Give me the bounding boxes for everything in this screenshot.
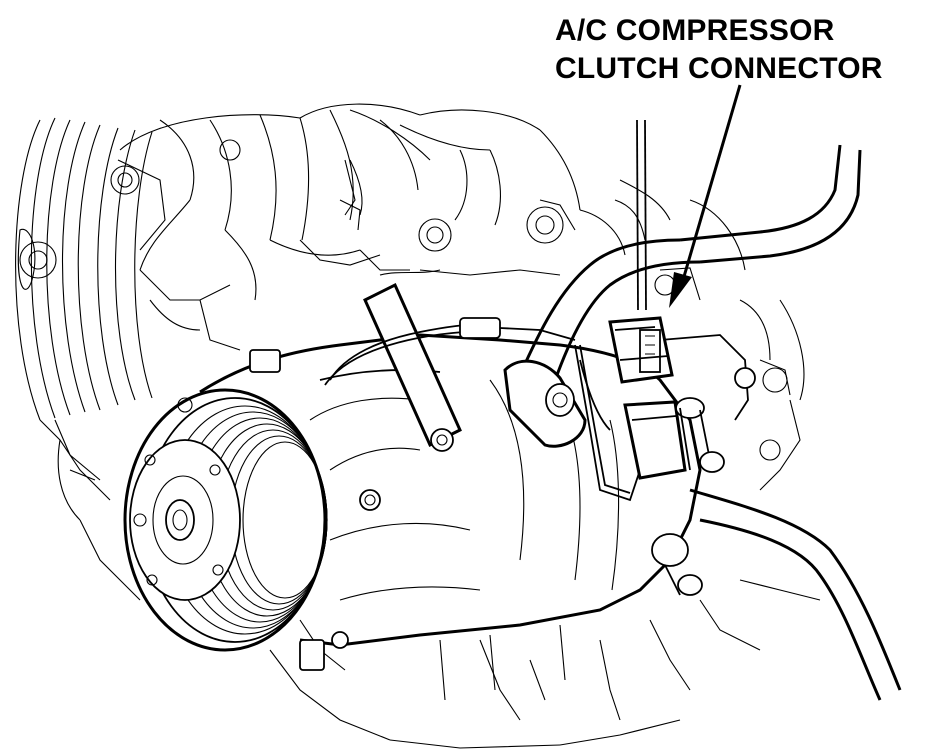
callout-label-line-2: CLUTCH CONNECTOR bbox=[555, 52, 883, 85]
compressor-body bbox=[199, 282, 756, 701]
wire-harness bbox=[324, 317, 641, 502]
callout-label-line-1: A/C COMPRESSOR bbox=[555, 14, 835, 47]
callout-label: A/C COMPRESSOR CLUTCH CONNECTOR bbox=[555, 12, 883, 88]
refrigerant-pipes bbox=[503, 119, 902, 701]
clutch-connector bbox=[608, 316, 725, 480]
engine-block bbox=[15, 103, 821, 749]
callout-arrow bbox=[669, 84, 742, 308]
compressor-pulley bbox=[123, 388, 328, 652]
